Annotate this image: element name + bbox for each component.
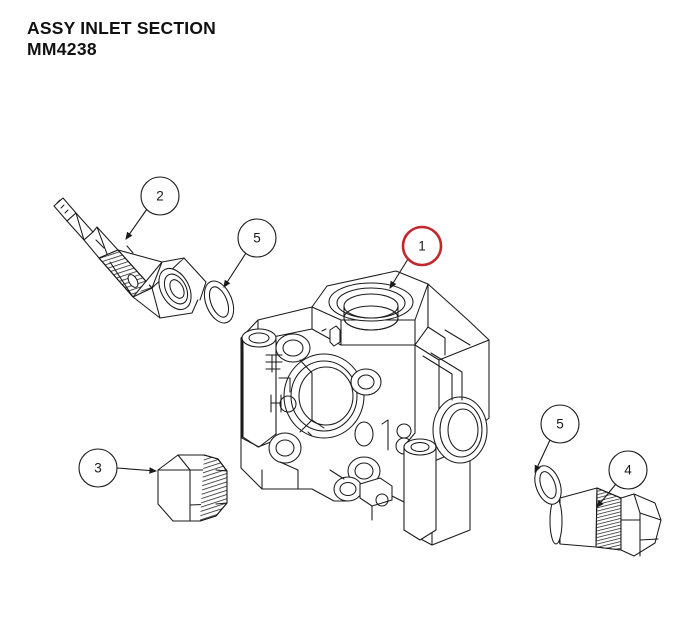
callout-5-left-leader-line bbox=[223, 252, 247, 288]
part-threaded-adapter-fitting bbox=[549, 487, 662, 557]
page-subtitle: MM4238 bbox=[27, 38, 97, 59]
callout-3[interactable]: 3 bbox=[78, 448, 158, 488]
callout-layer: 1 2 3 4 5 5 bbox=[78, 176, 648, 508]
callout-4-label: 4 bbox=[624, 463, 632, 478]
callout-4-bubble[interactable] bbox=[608, 450, 648, 490]
part-o-ring-right bbox=[534, 465, 562, 505]
callout-5-right-label: 5 bbox=[556, 417, 564, 432]
page-title: ASSY INLET SECTION bbox=[27, 18, 216, 38]
callout-2[interactable]: 2 bbox=[125, 176, 180, 240]
callout-4-leader-line bbox=[596, 483, 617, 508]
callout-1-leader-line bbox=[389, 258, 409, 289]
callout-5-right[interactable]: 5 bbox=[534, 404, 580, 473]
callout-4[interactable]: 4 bbox=[596, 450, 648, 508]
callout-5-right-leader-line bbox=[534, 439, 551, 473]
callout-5-left-bubble[interactable] bbox=[237, 218, 277, 258]
callout-3-bubble[interactable] bbox=[78, 448, 118, 488]
callout-1-bubble[interactable] bbox=[401, 225, 443, 267]
part-hex-head-plug bbox=[157, 454, 228, 522]
callout-5-right-bubble[interactable] bbox=[540, 404, 580, 444]
callout-1[interactable]: 1 bbox=[389, 225, 443, 289]
callout-2-label: 2 bbox=[156, 189, 164, 204]
part-relief-valve-cartridge bbox=[53, 197, 207, 319]
callout-1-label: 1 bbox=[418, 239, 426, 254]
part-o-ring-left bbox=[203, 280, 235, 324]
title-block: ASSY INLET SECTION MM4238 bbox=[27, 18, 216, 59]
callout-5-left[interactable]: 5 bbox=[223, 218, 277, 288]
callout-3-label: 3 bbox=[94, 461, 102, 476]
callout-2-bubble[interactable] bbox=[140, 176, 180, 216]
callout-2-leader-line bbox=[125, 208, 148, 240]
callout-5-left-label: 5 bbox=[253, 231, 261, 246]
part-inlet-section-body bbox=[240, 270, 490, 546]
callout-3-leader-line bbox=[116, 467, 158, 474]
